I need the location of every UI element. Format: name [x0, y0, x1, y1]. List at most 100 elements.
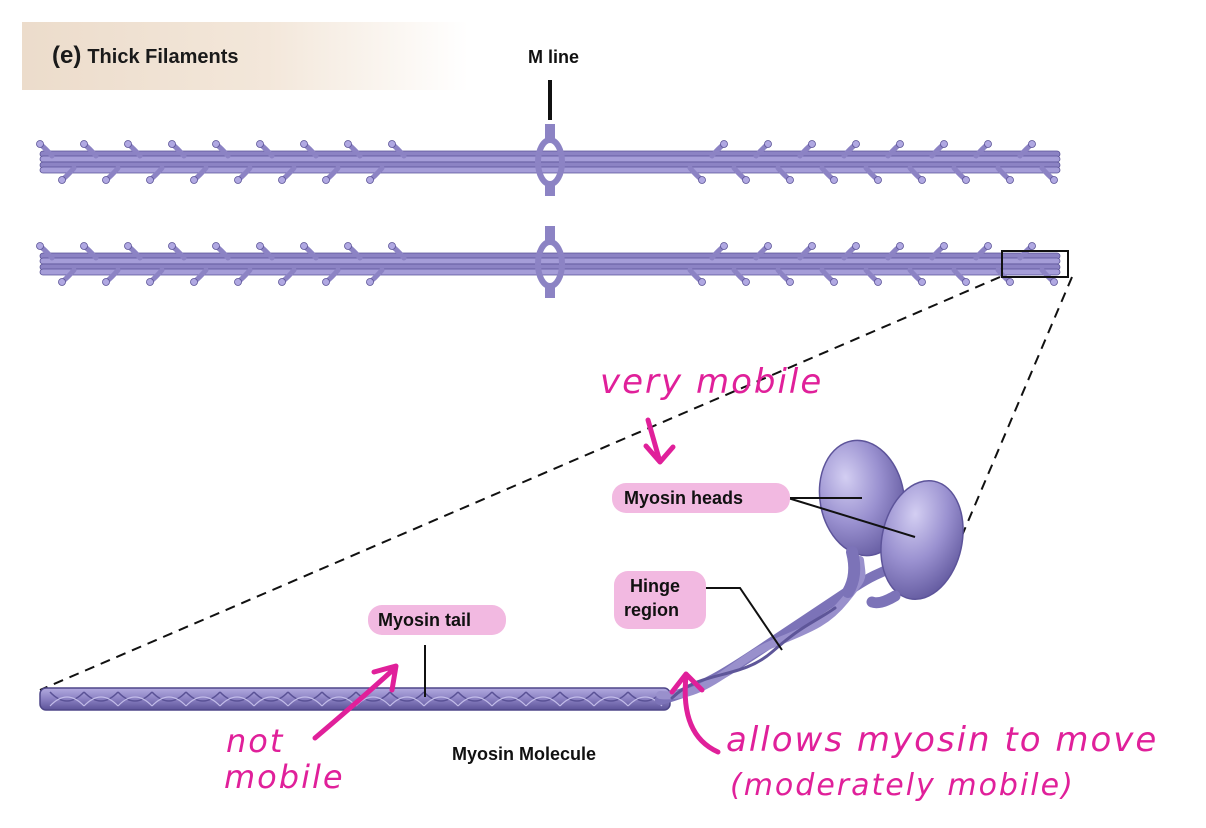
tail-twist-segment — [525, 691, 561, 702]
tail-twist-segment — [151, 696, 187, 707]
crossbridge-knob — [124, 140, 132, 148]
figure-letter: (e) — [52, 42, 82, 69]
crossbridge-knob — [764, 140, 772, 148]
hinge-region-highlight — [614, 571, 706, 629]
crossbridge-knob — [764, 242, 772, 250]
myosin-head-front-neck — [866, 590, 901, 609]
filament-rod — [39, 268, 1061, 276]
crossbridge-knob — [940, 242, 948, 250]
not-mobile-annotation-line1: not — [226, 722, 285, 760]
tail-twist-segment — [593, 696, 629, 707]
crossbridge-knob — [830, 176, 838, 184]
tail-twist-segment — [219, 691, 255, 702]
crossbridge-knob — [962, 278, 970, 286]
crossbridge-knob — [962, 176, 970, 184]
hinge-region-label-line1: Hinge — [630, 576, 681, 596]
crossbridge-knob — [1050, 278, 1058, 286]
crossbridge-knob — [36, 242, 44, 250]
crossbridge-knob — [1006, 278, 1014, 286]
crossbridge-knob — [168, 140, 176, 148]
crossbridge-knob — [344, 140, 352, 148]
not-mobile-annotation-line2: mobile — [224, 758, 345, 796]
crossbridge-knob — [852, 140, 860, 148]
crossbridge-knob — [278, 278, 286, 286]
hinge-arrow — [669, 671, 721, 755]
hinge-region-label-line2: region — [624, 600, 680, 620]
tail-twist-segment — [491, 696, 527, 707]
tail-twist-segment — [423, 691, 459, 702]
crossbridge-knob — [146, 176, 154, 184]
crossbridge-knob — [168, 242, 176, 250]
myosin-tail-highlight — [368, 605, 506, 635]
tail-twist-segment — [151, 691, 187, 702]
crossbridge-knob — [896, 140, 904, 148]
crossbridge-knob — [234, 176, 242, 184]
crossbridge-knob — [896, 242, 904, 250]
crossbridge-knob — [720, 140, 728, 148]
m-line-stub — [545, 184, 555, 196]
filament-rod — [39, 166, 1061, 174]
crossbridge-knob — [388, 140, 396, 148]
crossbridge-knob — [918, 278, 926, 286]
tail-twist-segment — [593, 691, 629, 702]
handwritten-arrows — [312, 417, 721, 755]
crossbridge-knob — [212, 242, 220, 250]
tail-twist-segment — [321, 691, 357, 702]
myosin-head-back-neck — [842, 546, 861, 598]
leader-lines — [424, 497, 916, 697]
tail-twist-segment — [185, 696, 221, 707]
crossbridge-knob — [344, 242, 352, 250]
tail-twist-segment — [525, 696, 561, 707]
crossbridge-knob — [300, 140, 308, 148]
tail-twist-segment — [457, 691, 493, 702]
tail-twist-segment — [559, 691, 595, 702]
crossbridge-knob — [1006, 176, 1014, 184]
tail-twist-segment — [287, 691, 323, 702]
title-band — [22, 22, 468, 90]
tail-twist-segment — [423, 696, 459, 707]
thick-filament-bottom — [36, 226, 1061, 298]
tail-twist-segment — [287, 696, 323, 707]
m-line-stub — [545, 124, 555, 140]
crossbridge-knob — [1050, 176, 1058, 184]
crossbridge-knob — [190, 176, 198, 184]
tail-twist-segment — [491, 691, 527, 702]
tail-twist-segment — [117, 696, 153, 707]
crossbridge-knob — [256, 140, 264, 148]
myosin-molecule-caption: Myosin Molecule — [452, 744, 597, 764]
crossbridge-knob — [102, 176, 110, 184]
tail-twist-segment — [253, 691, 289, 702]
tail-twist-segment — [219, 696, 255, 707]
crossbridge-knob — [874, 278, 882, 286]
tail-twist-segment — [457, 696, 493, 707]
m-line-label: M line — [528, 47, 580, 67]
crossbridge-knob — [874, 176, 882, 184]
tail-twist-segment — [49, 691, 85, 702]
crossbridge-knob — [918, 176, 926, 184]
crossbridge-knob — [234, 278, 242, 286]
crossbridge-knob — [808, 140, 816, 148]
filament-rod — [39, 155, 1061, 163]
zoom-projection-left — [39, 276, 1001, 691]
myosin-molecule — [39, 439, 964, 711]
tail-twist-segment — [389, 691, 425, 702]
tail-twist-segment — [49, 696, 85, 707]
crossbridge-knob — [1028, 140, 1036, 148]
figure-title-text: Thick Filaments — [87, 46, 239, 68]
crossbridge-knob — [852, 242, 860, 250]
crossbridge-knob — [940, 140, 948, 148]
crossbridge-knob — [808, 242, 816, 250]
myosin-head-front — [880, 479, 964, 601]
allows-annotation-line1: allows myosin to move — [726, 720, 1159, 760]
myosin-tail-label: Myosin tail — [378, 610, 472, 630]
crossbridge-knob — [80, 140, 88, 148]
tail-twist-segment — [83, 696, 119, 707]
not-mobile-arrow — [312, 663, 399, 741]
crossbridge-knob — [256, 242, 264, 250]
crossbridge-knob — [58, 278, 66, 286]
heads-leader-b — [787, 497, 916, 538]
thick-filament-top — [36, 124, 1061, 196]
myosin-neck-strand-b — [656, 556, 866, 700]
crossbridge-knob — [698, 278, 706, 286]
crossbridge-knob — [366, 176, 374, 184]
